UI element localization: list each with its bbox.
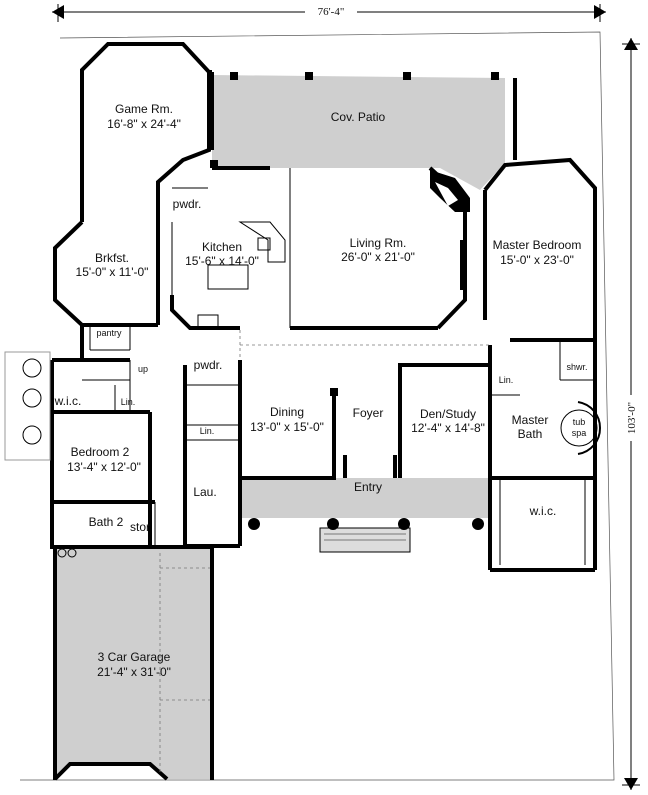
dining-size: 13'-0" x 15'-0" (250, 420, 324, 434)
lin-mid-label: Lin. (200, 426, 215, 436)
dining-label: Dining (270, 405, 304, 419)
width-dimension-label: 76'-4" (318, 6, 345, 18)
lin-right-label: Lin. (499, 375, 514, 385)
pwdr-upper-label: pwdr. (173, 197, 202, 211)
wic-right-label: w.i.c. (529, 504, 557, 518)
bath2-label: Bath 2 (89, 515, 124, 529)
garage-size: 21'-4" x 31'-0" (97, 665, 171, 679)
depth-dimension-label: 103'-0" (626, 402, 638, 434)
brkfst-size: 15'-0" x 11'-0" (76, 265, 149, 279)
interior-lines (82, 168, 595, 775)
cov-patio-label: Cov. Patio (331, 110, 386, 124)
tub-label: tub (573, 417, 586, 427)
master-bedroom-label: Master Bedroom (493, 238, 582, 252)
entry-label: Entry (354, 480, 382, 494)
brkfst-label: Brkfst. (95, 251, 129, 265)
pantry-label: pantry (96, 328, 122, 338)
lin-left-label: Lin. (121, 397, 136, 407)
kitchen-size: 15'-6" x 14'-0" (185, 254, 259, 268)
master-bath-label-2: Bath (518, 427, 543, 441)
stairs-up-label: up (138, 364, 148, 374)
bedroom2-label: Bedroom 2 (71, 445, 130, 459)
bedroom2-size: 13'-4" x 12'-0" (67, 460, 141, 474)
covered-patio-area (212, 75, 505, 190)
entry-porch-area (240, 478, 490, 518)
stor-label: stor (130, 520, 150, 534)
spa-tub (560, 409, 598, 447)
shwr-label: shwr. (566, 362, 587, 372)
game-room-label: Game Rm. (115, 102, 173, 116)
game-room-size: 16'-8" x 24'-4" (107, 117, 181, 131)
porch-columns (210, 72, 499, 530)
spa-label: spa (572, 428, 587, 438)
laundry-label: Lau. (193, 485, 216, 499)
living-room-size: 26'-0" x 21'-0" (341, 250, 415, 264)
garage-label: 3 Car Garage (98, 650, 171, 664)
den-study-size: 12'-4" x 14'-8" (411, 421, 485, 435)
pwdr-lower-label: pwdr. (194, 358, 223, 372)
master-bath-label: Master (512, 413, 549, 427)
foyer-label: Foyer (353, 406, 384, 420)
property-line (20, 31, 615, 781)
kitchen-cabinets (197, 221, 286, 328)
den-study-label: Den/Study (420, 407, 476, 421)
master-bedroom-size: 15'-0" x 23'-0" (500, 253, 574, 267)
walls (50, 42, 597, 781)
kitchen-label: Kitchen (202, 240, 242, 254)
living-room-label: Living Rm. (350, 236, 407, 250)
garage-area (55, 547, 212, 779)
wic-left-label: w.i.c. (54, 394, 82, 408)
